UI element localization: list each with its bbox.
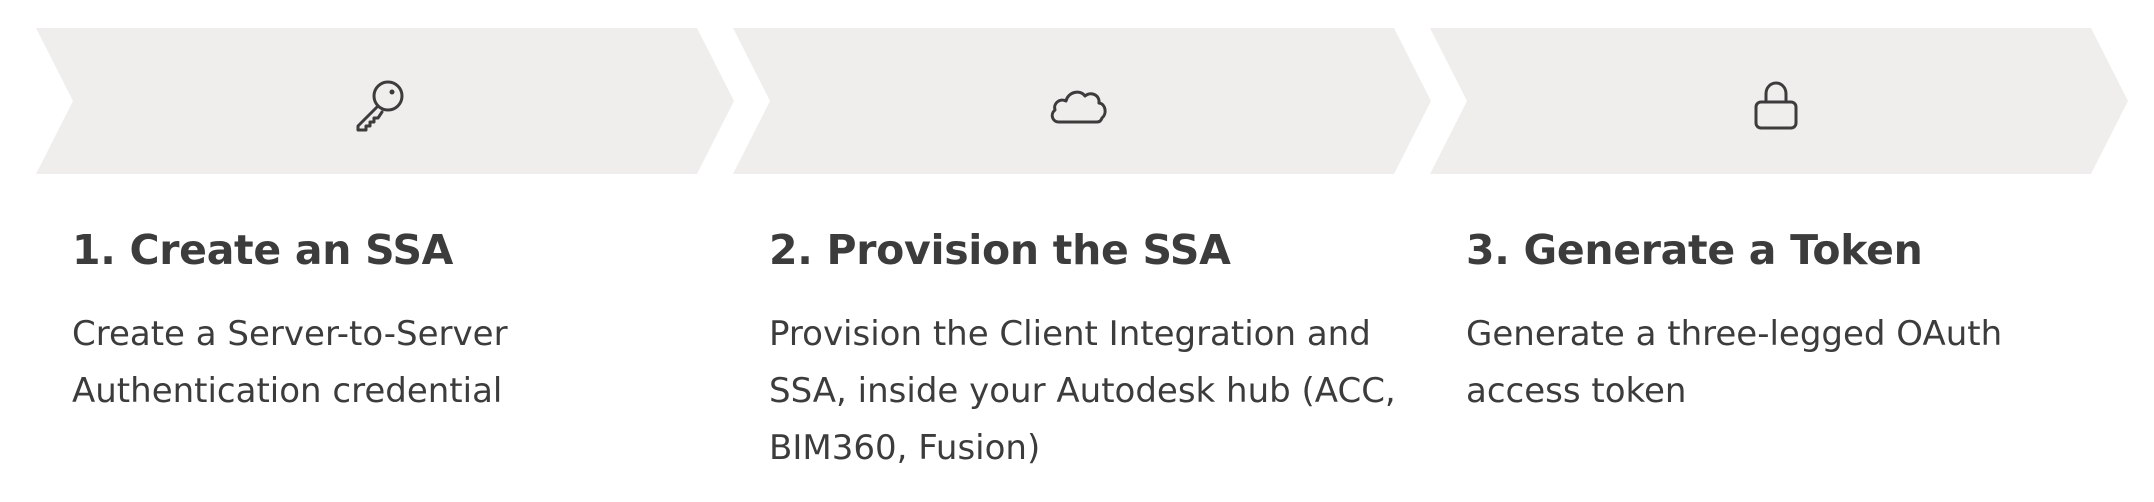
step-2-description: Provision the Client Integration and SSA… [769, 314, 1396, 468]
key-icon [350, 72, 414, 136]
step-2-chevron [697, 0, 1437, 180]
step-1-description: Create a Server-to-Server Authentication… [72, 314, 508, 411]
step-1: 1. Create an SSA Create a Server-to-Serv… [0, 0, 734, 502]
step-3-description: Generate a three-legged OAuth access tok… [1466, 314, 2003, 411]
lock-icon [1744, 72, 1808, 136]
step-1-title: 1. Create an SSA [72, 226, 454, 274]
step-3-title: 3. Generate a Token [1466, 226, 1923, 274]
step-2: 2. Provision the SSA Provision the Clien… [697, 0, 1431, 502]
cloud-icon [1047, 72, 1111, 136]
step-2-title: 2. Provision the SSA [769, 226, 1231, 274]
step-1-chevron [0, 0, 740, 180]
step-3: 3. Generate a Token Generate a three-leg… [1394, 0, 2128, 502]
